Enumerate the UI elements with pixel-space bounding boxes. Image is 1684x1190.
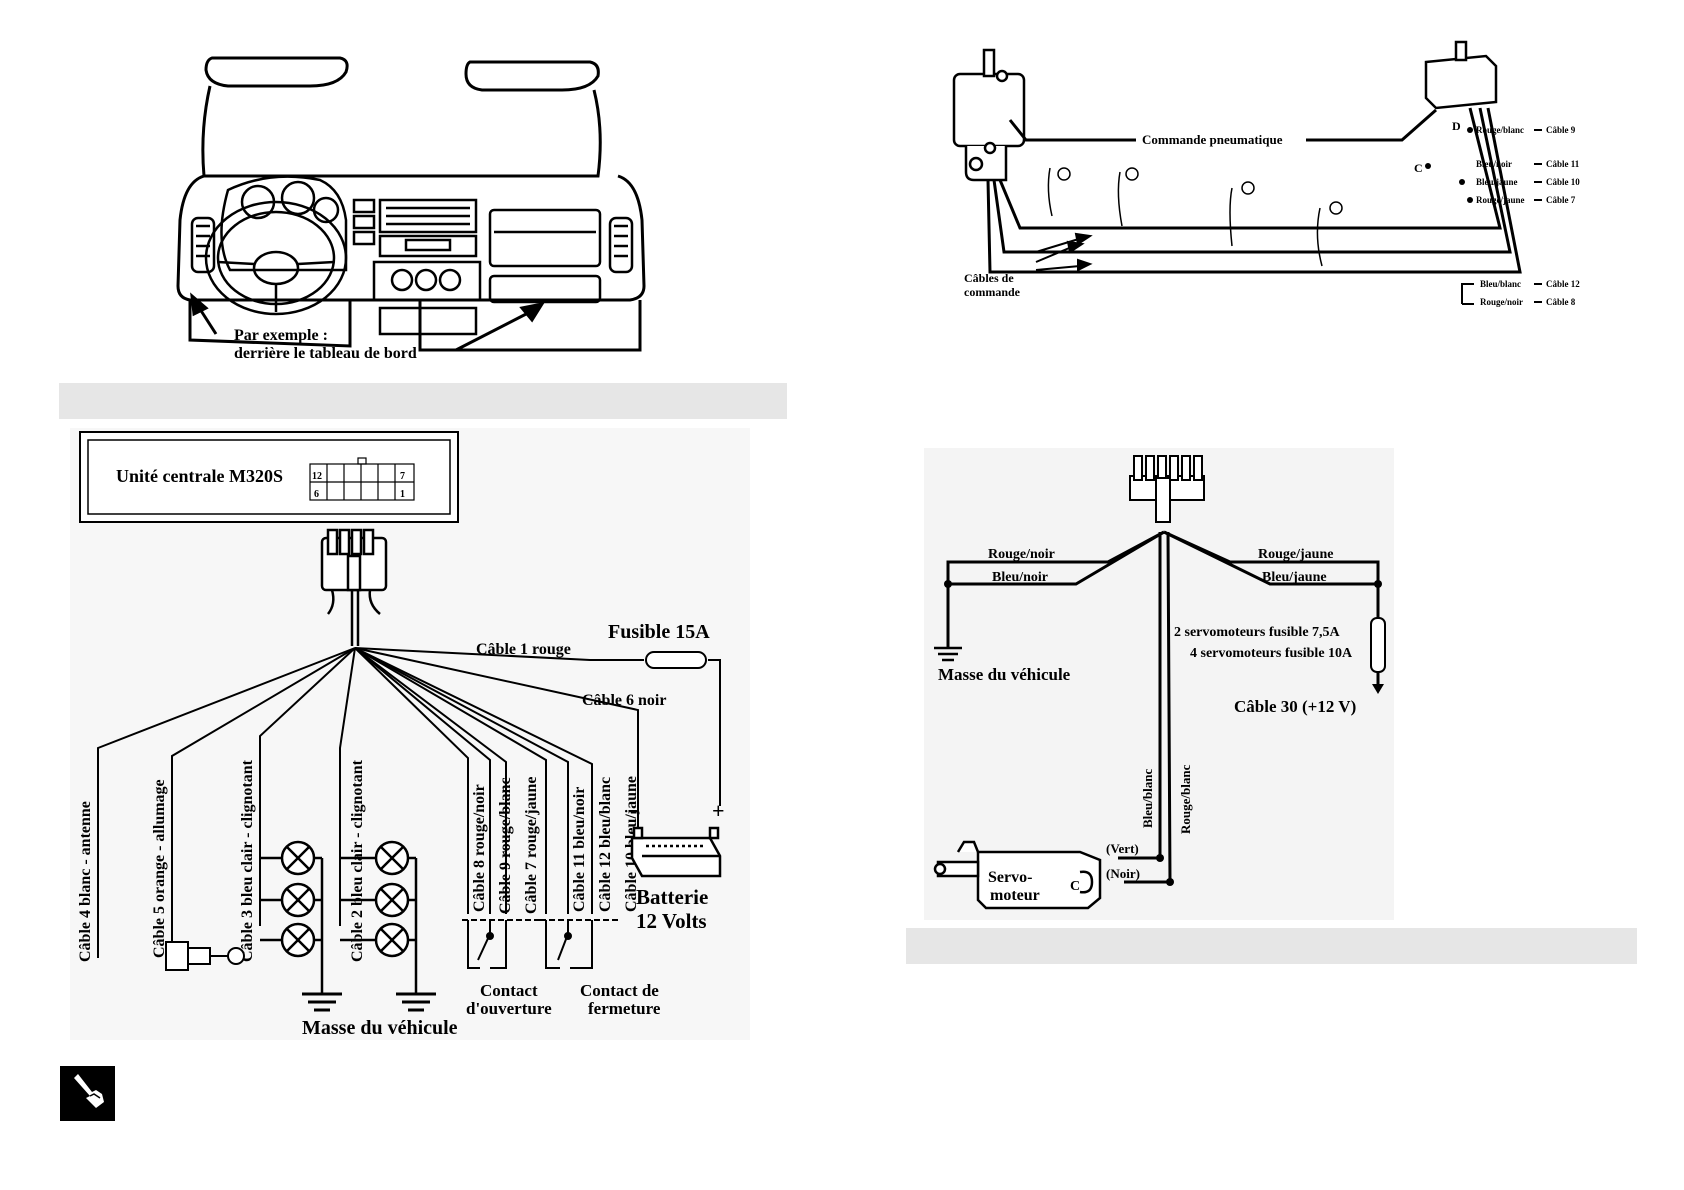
pneumatic-pump-left (952, 48, 1026, 182)
legend-row: Rouge/noir Câble 8 (1480, 297, 1576, 307)
contact-closing-line2: fermeture (588, 999, 661, 1018)
pin-12-label: 12 (312, 471, 322, 482)
contact-opening-line2: d'ouverture (466, 999, 552, 1018)
cable-7-label: Câble 7 rouge/jaune (523, 777, 540, 914)
section-band-right (906, 928, 1637, 964)
cable-1-label: Câble 1 rouge (476, 641, 571, 658)
fuse-servo-icon (1370, 617, 1386, 673)
servo-connector (1129, 455, 1205, 523)
pointing-hand-icon (60, 1066, 115, 1121)
wire-rouge-blanc-label: Rouge/blanc (1178, 764, 1193, 834)
battery-minus-sign: - (630, 798, 637, 823)
legend-row: Bleu/noir Câble 11 (1425, 159, 1580, 169)
wire-noir-label: (Noir) (1106, 866, 1140, 881)
battery-label-line2: 12 Volts (636, 909, 707, 933)
wire-rouge-jaune-label: Rouge/jaune (1258, 547, 1333, 562)
legend-wire: Bleu/blanc (1480, 279, 1521, 289)
cable-4-label: Câble 4 blanc - antenne (77, 801, 94, 962)
cable-12-label: Câble 12 bleu/blanc (597, 777, 614, 912)
cable-8-label: Câble 8 rouge/noir (471, 784, 488, 912)
servo-label-line2: moteur (990, 887, 1040, 904)
battery-label-line1: Batterie (636, 885, 708, 909)
ground-label-main: Masse du véhicule (302, 1017, 458, 1039)
contact-opening-switch (462, 919, 542, 969)
central-unit-wiring-diagram: Unité centrale M320S 12 6 7 1 (70, 428, 750, 1040)
battery-plus-sign: + (712, 798, 725, 823)
cable-3-label: Câble 3 bleu clair - clignotant (239, 759, 256, 962)
cable-9-label: Câble 9 rouge/blanc (497, 777, 514, 914)
dashboard-illustration: Par exemple : derrière le tableau de bor… (176, 56, 646, 362)
servo-label-line1: Servo- (988, 869, 1032, 886)
dashboard-caption-line1: Par exemple : (234, 327, 328, 344)
central-unit-label: Unité centrale M320S (116, 466, 283, 486)
ground-icon-servo (934, 646, 962, 662)
wire-bleu-noir-label: Bleu/noir (992, 570, 1048, 585)
pneumatic-command-label: Commande pneumatique (1142, 132, 1283, 147)
servo-letter-c-label: C (1070, 879, 1080, 894)
letter-d-label: D (1452, 119, 1461, 133)
control-cables-line2: commande (964, 285, 1021, 299)
servomotor-icon (933, 840, 1102, 910)
letter-c-label: C (1414, 161, 1423, 175)
unit-pin-grid (309, 457, 415, 501)
legend-row: Rouge/jaune Câble 7 (1467, 195, 1576, 205)
legend-cable: Câble 11 (1546, 159, 1580, 169)
pneumatic-command-diagram: Commande pneumatique Câbles de commande … (952, 40, 1580, 307)
legend-row: Bleu/jaune Câble 10 (1459, 177, 1580, 187)
lamp-group-left (260, 840, 324, 994)
wire-rouge-noir-label: Rouge/noir (988, 547, 1055, 562)
wiring-connector (320, 528, 388, 646)
legend-wire: Bleu/jaune (1476, 177, 1518, 187)
servomotor-wiring-diagram: Rouge/noir Bleu/noir Rouge/jaune Bleu/ja… (924, 448, 1394, 920)
control-cables-line1: Câbles de (964, 271, 1014, 285)
legend-row: Rouge/blanc Câble 9 (1467, 125, 1576, 135)
ground-icon-2 (396, 992, 436, 1012)
cable-6-label: Câble 6 noir (582, 692, 666, 709)
wire-bleu-jaune-label: Bleu/jaune (1262, 570, 1327, 585)
contact-closing-line1: Contact de (580, 981, 659, 1000)
pin-7-label: 7 (400, 471, 405, 482)
legend-cable: Câble 10 (1546, 177, 1580, 187)
legend-cable: Câble 8 (1546, 297, 1576, 307)
wire-vert-label: (Vert) (1106, 841, 1139, 856)
legend-wire: Rouge/noir (1480, 297, 1523, 307)
pin-6-label: 6 (314, 489, 319, 500)
legend-wire: Rouge/jaune (1476, 195, 1525, 205)
servo-fuse-line1: 2 servomoteurs fusible 7,5A (1174, 625, 1341, 640)
contact-closing-switch (540, 919, 620, 969)
legend-cable: Câble 7 (1546, 195, 1576, 205)
legend-cable: Câble 12 (1546, 279, 1580, 289)
ground-icon-1 (302, 992, 342, 1012)
cable-30-label: Câble 30 (+12 V) (1234, 697, 1356, 716)
dashboard-caption-line2: derrière le tableau de bord (234, 345, 417, 362)
ignition-key-icon (165, 928, 245, 971)
pneumatic-legend: Rouge/blanc Câble 9 Bleu/noir Câble 11 B… (1425, 125, 1580, 307)
legend-wire: Bleu/noir (1476, 159, 1512, 169)
servo-fuse-line2: 4 servomoteurs fusible 10A (1190, 646, 1353, 661)
legend-cable: Câble 9 (1546, 125, 1576, 135)
fuse-15a-label: Fusible 15A (608, 621, 710, 643)
section-band-left (59, 383, 787, 419)
battery-icon (630, 826, 722, 878)
contact-opening-line1: Contact (480, 981, 538, 1000)
legend-row: Bleu/blanc Câble 12 (1480, 279, 1580, 289)
cable-5-label: Câble 5 orange - allumage (151, 779, 168, 958)
cable-11-label: Câble 11 bleu/noir (571, 787, 588, 912)
cable-2-label: Câble 2 bleu clair - clignotant (349, 759, 366, 962)
wire-bleu-blanc-label: Bleu/blanc (1140, 769, 1155, 828)
servo-ground-label: Masse du véhicule (938, 665, 1071, 684)
lamp-group-right (340, 840, 418, 994)
fuse-15a-icon (645, 651, 707, 669)
actuator-box-right (1424, 40, 1498, 110)
legend-wire: Rouge/blanc (1476, 125, 1524, 135)
pin-1-label: 1 (400, 489, 405, 500)
